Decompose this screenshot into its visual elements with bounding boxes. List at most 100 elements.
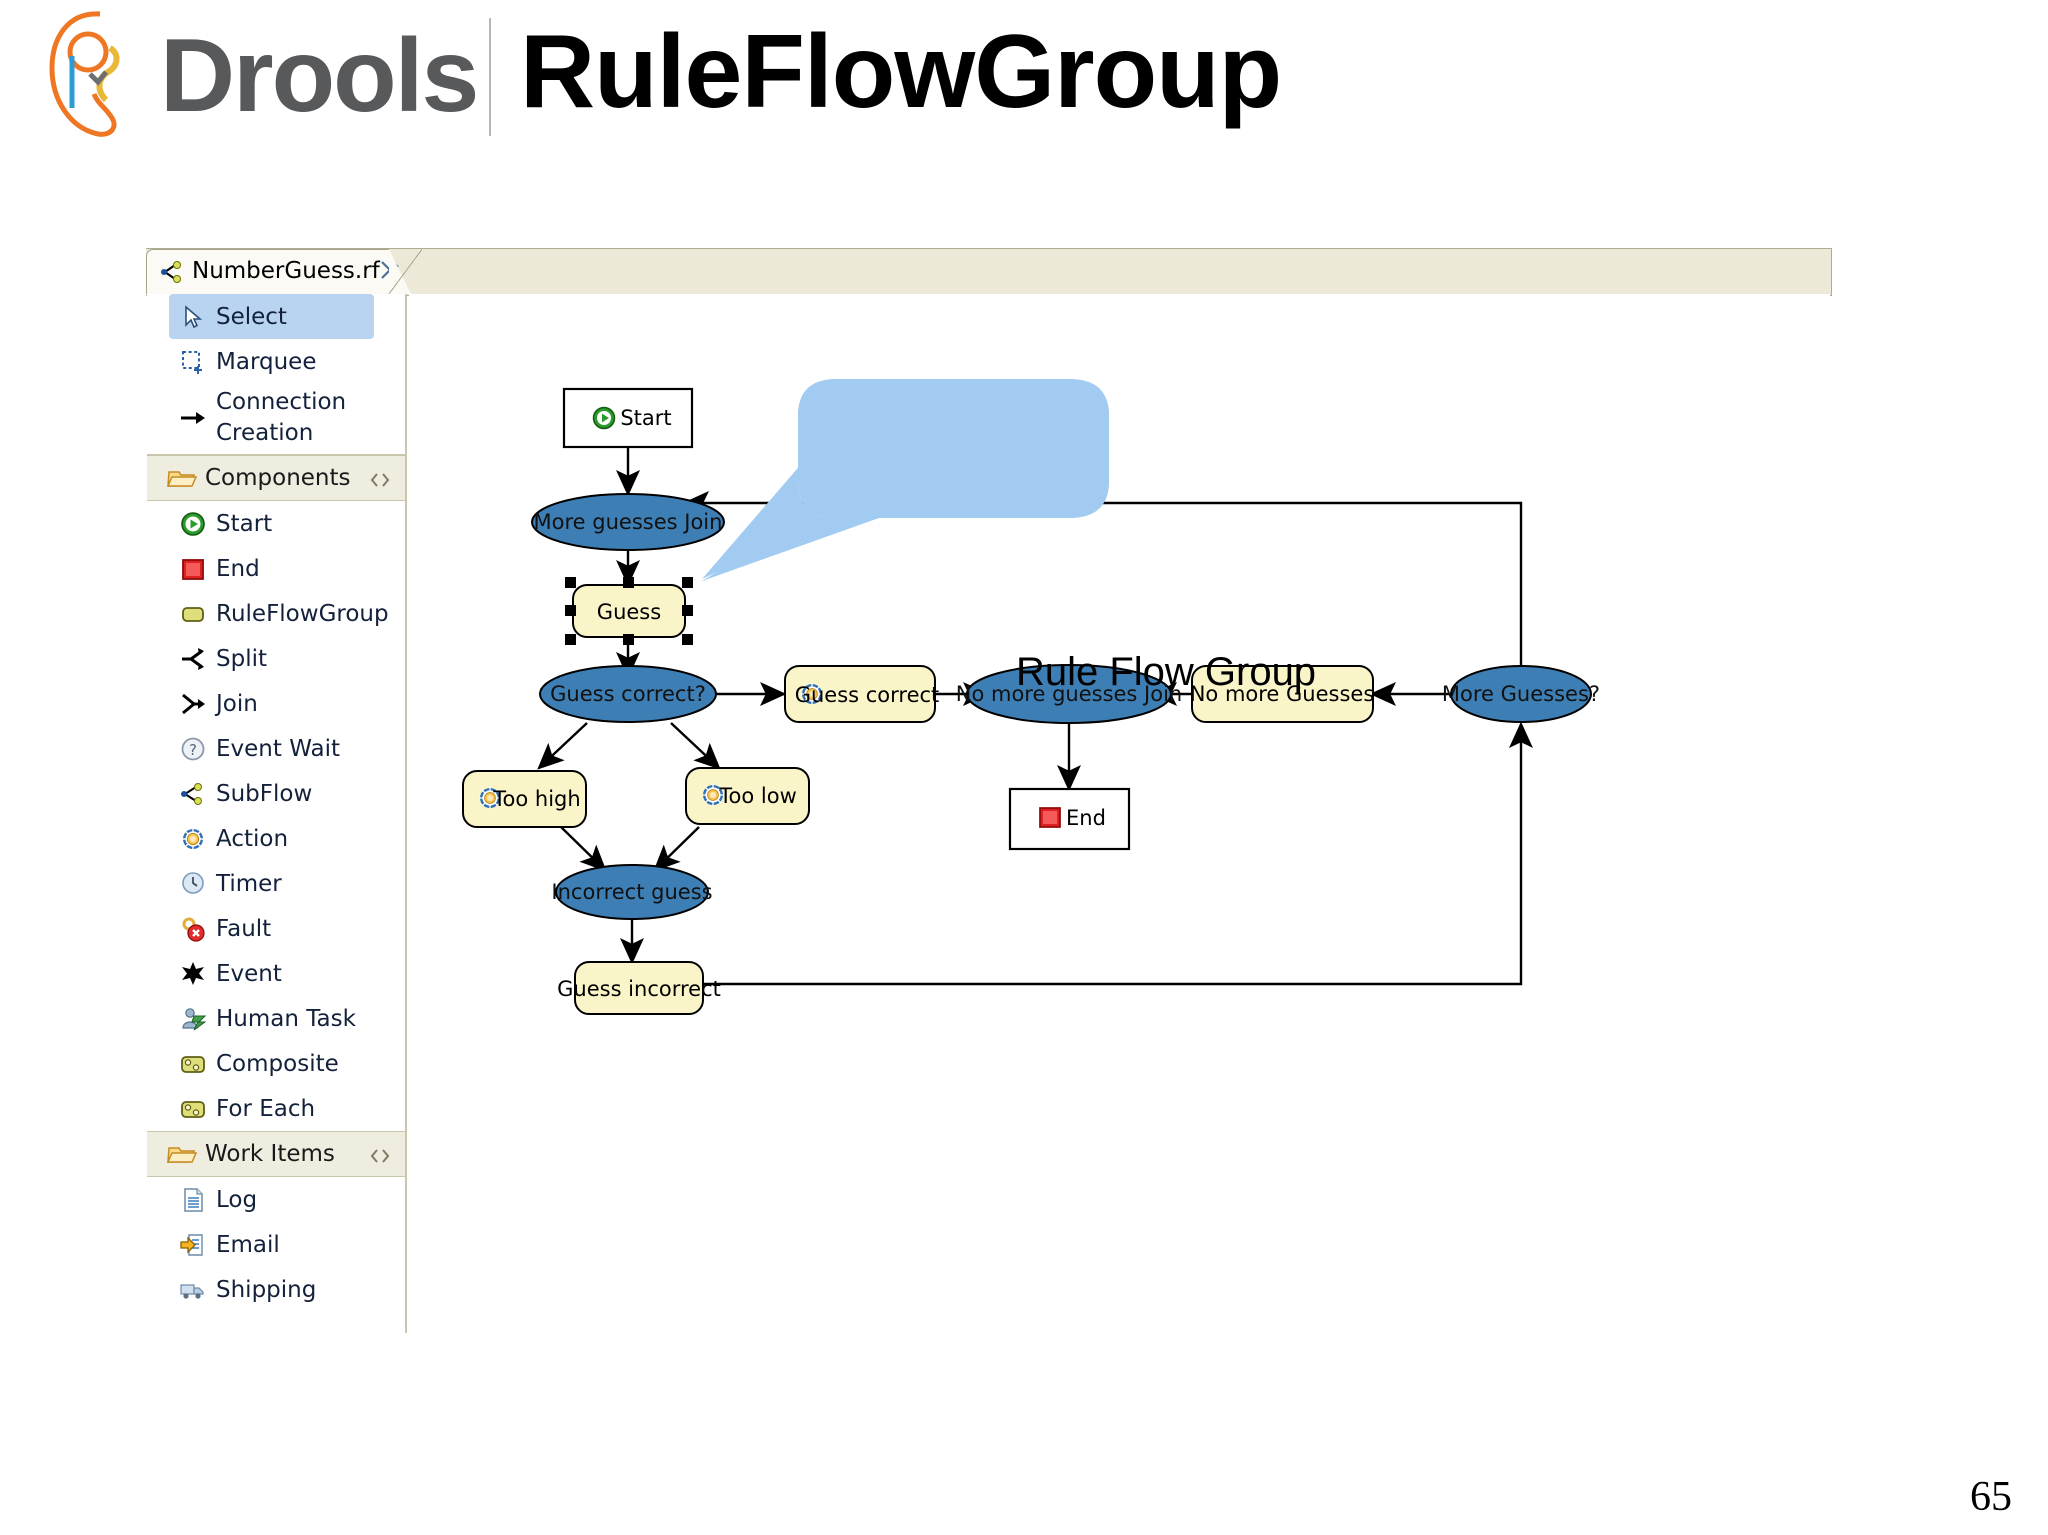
node-guess[interactable]: Guess [565,577,693,645]
palette-item-label: Shipping [216,1276,317,1303]
palette-item-for-each[interactable]: For Each [147,1086,405,1131]
close-icon[interactable] [379,259,401,281]
marquee-icon [180,349,206,375]
palette-tool-label: Connection Creation [216,389,347,446]
palette-item-label: For Each [216,1095,316,1122]
palette-section-title: Components [205,465,351,491]
palette-item-event[interactable]: Event [147,951,405,996]
eclipse-editor-window: NumberGuess.rf Select [146,248,1832,1334]
edge-correctq-to-toolow [670,722,721,770]
palette-item-end[interactable]: End [147,546,405,591]
palette-item-label: Split [216,645,267,672]
collapse-icon[interactable] [369,469,391,487]
palette-item-subflow[interactable]: SubFlow [147,771,405,816]
palette-item-label: Timer [216,870,282,897]
collapse-icon[interactable] [369,1145,391,1163]
palette-section-title: Work Items [205,1141,335,1167]
palette-tool-label: Marquee [216,348,317,375]
palette-item-fault[interactable]: Fault [147,906,405,951]
node-label: No more Guesses [1190,682,1375,706]
edge-toohigh-to-incorrect [560,826,607,872]
palette-item-label: Log [216,1186,258,1213]
palette-item-email[interactable]: Email [147,1222,405,1267]
node-label: Too low [718,784,797,808]
page-number: 65 [1970,1474,2012,1520]
node-label: Guess correct [795,683,940,707]
palette-tool-connection-creation[interactable]: Connection Creation [147,384,405,452]
palette-section-work-items[interactable]: Work Items [147,1131,405,1177]
node-guess-correct-question[interactable]: Guess correct? [539,665,717,723]
palette-item-label: End [216,555,260,582]
header-divider [489,18,491,136]
node-label: No more guesses Join [956,682,1182,706]
node-no-more-guesses[interactable]: No more Guesses [1190,665,1375,723]
palette-item-human-task[interactable]: Human Task [147,996,405,1041]
node-start[interactable]: Start [562,387,694,449]
arrow-right-icon [180,405,206,431]
event-wait-question-icon: ? [180,736,206,762]
node-too-low[interactable]: Too low [685,767,810,825]
timer-clock-icon [180,871,206,897]
svg-text:?: ? [189,741,197,759]
email-icon [180,1232,206,1258]
palette-section-components[interactable]: Components [147,455,405,501]
join-icon [180,691,206,717]
palette-tool-select[interactable]: Select [169,294,374,339]
page-title: RuleFlowGroup [520,14,1282,130]
palette-item-timer[interactable]: Timer [147,861,405,906]
palette-item-start[interactable]: Start [147,501,405,546]
palette-item-ruleflowgroup[interactable]: RuleFlowGroup [147,591,405,636]
palette-item-label: Email [216,1231,280,1258]
node-label: Guess [597,600,661,624]
palette-item-log[interactable]: Log [147,1177,405,1222]
editor-tab-numberguess[interactable]: NumberGuess.rf [146,249,411,294]
callout-rule-flow-group [702,379,1109,581]
node-guess-correct[interactable]: Guess correct [784,665,940,723]
palette-item-composite[interactable]: Composite [147,1041,405,1086]
node-end[interactable]: End [1008,787,1131,851]
brand-wordmark: Drools [160,18,479,134]
drools-ear-logo-icon [38,8,168,138]
split-icon [180,646,206,672]
node-label: Start [620,406,671,430]
palette-item-label: Event [216,960,282,987]
node-more-guesses-question[interactable]: More Guesses? [1442,665,1600,723]
ruleflowgroup-yellow-box-icon [180,601,206,627]
open-folder-icon [166,1142,198,1166]
palette-item-label: SubFlow [216,780,313,807]
edge-guessincorrect-to-moreguessesq [702,721,1533,986]
palette-item-action[interactable]: Action [147,816,405,861]
node-incorrect-guess[interactable]: Incorrect guess [551,864,713,920]
fault-icon [180,916,206,942]
palette-item-label: Join [216,690,258,717]
node-no-more-guesses-join[interactable]: No more guesses Join [956,664,1182,724]
palette-item-join[interactable]: Join [147,681,405,726]
edge-correctq-to-toohigh [537,722,588,770]
node-guess-incorrect[interactable]: Guess incorrect [557,961,721,1015]
palette-item-label: Fault [216,915,272,942]
open-folder-icon [166,466,198,490]
palette-item-label: Human Task [216,1005,356,1032]
palette-item-split[interactable]: Split [147,636,405,681]
for-each-icon [180,1096,206,1122]
edge-toolow-to-incorrect [653,826,700,872]
selection-handles[interactable] [565,577,693,645]
palette-tool-marquee[interactable]: Marquee [147,339,405,384]
editor-tab-label: NumberGuess.rf [192,258,380,284]
subflow-icon [161,261,185,283]
node-label: More guesses Join [534,510,723,534]
start-green-play-icon [180,511,206,537]
node-label: End [1066,806,1106,830]
palette-item-event-wait[interactable]: ? Event Wait [147,726,405,771]
editor-tab-bar: NumberGuess.rf [146,248,1832,296]
node-label: Incorrect guess [551,880,712,904]
end-red-square-icon [180,556,206,582]
palette-divider [147,454,405,455]
shipping-truck-icon [180,1277,206,1303]
node-too-high[interactable]: Too high [462,770,587,828]
action-gear-icon [180,826,206,852]
event-star-icon [180,961,206,987]
flow-canvas[interactable]: Start More guesses Join Guess [409,294,1830,1333]
palette-item-shipping[interactable]: Shipping [147,1267,405,1312]
node-more-guesses-join[interactable]: More guesses Join [531,493,725,551]
